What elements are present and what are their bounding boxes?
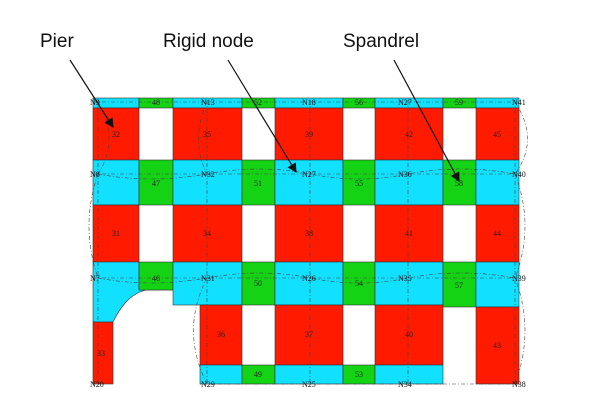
node-number: N26 [302,274,316,283]
node-number: N32 [201,170,215,179]
node-number: N7 [90,274,100,283]
pier-element [374,107,444,161]
pier-number: 42 [405,130,413,139]
pier-callout-label: Pier [40,31,74,52]
spandrel-element [241,261,276,306]
rigid-zone [374,159,444,206]
spandrel-element [342,159,376,206]
spandrel-element [138,261,174,291]
spandrel-element [138,159,174,206]
spandrel-number: 53 [355,370,363,379]
rigid-zone [92,159,140,206]
node-number: N35 [398,274,412,283]
pier-number: 41 [405,229,413,238]
node-number: N39 [512,274,526,283]
rigid-zone [475,261,520,308]
spandrel-number: 54 [355,279,363,288]
node-number: N31 [201,274,215,283]
node-number: N29 [201,380,215,389]
pier-number: 38 [305,229,313,238]
node-number: N8 [90,170,100,179]
pier-leader-arrow [69,59,114,129]
pier-number: 40 [405,330,413,339]
pier-element [374,204,444,263]
spandrel-number: 52 [254,98,262,107]
pier-element [475,306,520,385]
pier-element [92,204,140,263]
pier-number: 33 [97,349,105,358]
spandrel-number: 55 [355,179,363,188]
pier-element [475,204,520,263]
spandrel-number: 46 [152,274,160,283]
node-number: N34 [398,380,412,389]
rigid-zone [172,261,243,306]
rigid-zone [274,159,344,206]
pier-number: 32 [112,130,120,139]
spandrel-element [342,261,376,306]
pier-number: 37 [305,330,313,339]
rigid-zone [172,159,243,206]
pier-element [274,304,344,366]
node-number: N27 [302,170,316,179]
pier-element [172,107,243,161]
node-number: N27 [398,98,412,107]
node-number: N18 [302,98,316,107]
pier-number: 44 [493,229,501,238]
rigid-zone [374,261,444,306]
node-number: N40 [512,170,526,179]
pier-number: 36 [217,330,225,339]
spandrel-number: 50 [254,279,262,288]
spandrel-element [442,159,477,206]
frame-axes [88,100,528,385]
node-number: N38 [512,380,526,389]
rigid-zone [274,261,344,306]
spandrel-number: 56 [355,98,363,107]
node-number: N13 [201,98,215,107]
pier-element [374,304,444,366]
rigid-node-leader-arrow [227,59,297,174]
spandrel-number: 58 [455,179,463,188]
spandrel-element [241,159,276,206]
node-number: N9 [90,98,100,107]
pier-number: 45 [493,130,501,139]
spandrel-number: 48 [152,98,160,107]
pier-element [274,107,344,161]
spandrel-callout-label: Spandrel [343,31,419,52]
node-number: N25 [302,380,316,389]
node-number: N20 [90,380,104,389]
pier-element [274,204,344,263]
pier-number: 35 [203,130,211,139]
spandrel-number: 51 [254,179,262,188]
rigid-node-callout-label: Rigid node [163,31,254,52]
pier-number: 43 [493,341,501,350]
node-number: N41 [512,98,526,107]
pier-element [172,204,243,263]
rigid-zone [475,159,520,206]
spandrel-number: 49 [254,370,262,379]
spandrel-number: 47 [152,179,160,188]
node-number: N36 [398,170,412,179]
pier-number: 31 [112,229,120,238]
pier-element [92,107,140,161]
spandrel-number: 57 [455,281,463,290]
spandrel-leader-arrow [393,59,460,183]
pier-number: 39 [305,130,313,139]
spandrel-number: 59 [455,98,463,107]
pier-number: 34 [203,229,211,238]
